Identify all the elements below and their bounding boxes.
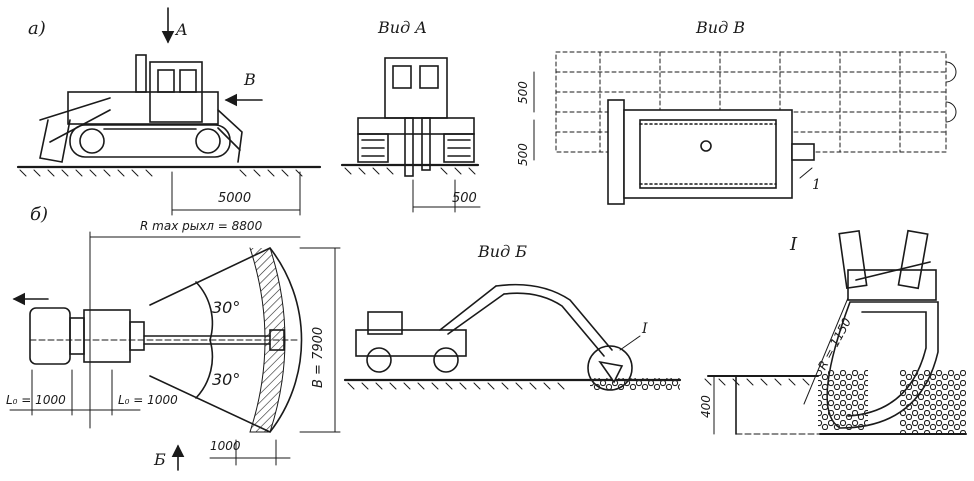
dimension-width-b: B = 7900 xyxy=(311,326,326,388)
dimension-500-view-a: 500 xyxy=(452,191,477,206)
view-a-title: Вид A xyxy=(378,18,427,37)
view-v-title: Вид B xyxy=(696,18,746,37)
bulldozer-front-view xyxy=(340,57,481,213)
arrow-b-bottom-label: Б xyxy=(154,450,166,469)
callout-1: 1 xyxy=(812,177,821,193)
dimension-lo-right: L₀ = 1000 xyxy=(118,393,178,407)
part-b-label: б) xyxy=(30,204,49,225)
view-b-title: Вид Б xyxy=(478,242,528,261)
dimension-angle-upper: 30° xyxy=(212,298,241,317)
detail-title: I xyxy=(790,234,798,255)
dimension-500-top: 500 xyxy=(516,81,530,104)
dimension-depth-400: 400 xyxy=(699,395,713,418)
dimension-500-bottom: 500 xyxy=(516,143,530,166)
dimension-radius-max: R max рыхл = 8800 xyxy=(140,219,263,233)
dimension-5000: 5000 xyxy=(218,191,252,206)
bucket-detail xyxy=(704,229,967,435)
arrow-a-label: A xyxy=(176,20,188,39)
arrow-b-label: B xyxy=(244,70,256,89)
bulldozer-side-view xyxy=(16,7,322,216)
ripping-plan-view xyxy=(533,51,957,205)
excavator-side-view xyxy=(343,283,682,391)
dimension-angle-lower: 30° xyxy=(212,370,241,389)
dimension-lo-left: L₀ = 1000 xyxy=(6,393,66,407)
detail-marker: I xyxy=(642,321,648,337)
excavator-plan-view xyxy=(9,231,341,471)
part-a-label: а) xyxy=(28,18,46,39)
dimension-1000: 1000 xyxy=(210,439,241,453)
